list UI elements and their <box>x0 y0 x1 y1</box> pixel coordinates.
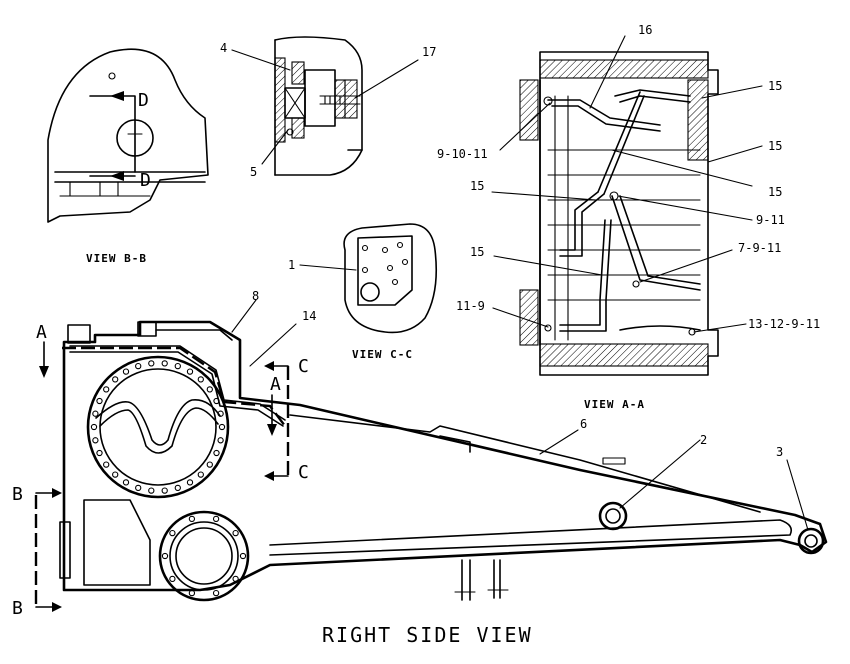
bolt-hole <box>213 397 220 405</box>
bolt-hole <box>135 362 142 370</box>
callout-5: 5 <box>250 165 257 179</box>
view-cc-detail <box>343 223 438 334</box>
bolt-hole <box>217 437 224 444</box>
section-letter-a-right: A <box>270 374 281 395</box>
bolt-hole <box>103 386 110 393</box>
callout-15-a: 15 <box>768 79 782 93</box>
section-indicators <box>34 341 290 612</box>
bolt-hole <box>103 461 110 468</box>
callout-15-e: 15 <box>470 245 484 259</box>
bolt-hole <box>212 515 220 523</box>
section-letter-d-bottom: D <box>140 170 151 191</box>
callout-9-11: 9-11 <box>756 213 785 227</box>
section-letter-a-left: A <box>36 322 47 343</box>
bolt-hole <box>188 515 196 523</box>
bolt-hole <box>161 552 169 560</box>
bolt-hole <box>148 487 155 494</box>
leader-lines <box>231 35 809 531</box>
callout-16: 16 <box>638 23 652 37</box>
fitting-detail <box>274 36 363 176</box>
right-side-view-title: RIGHT SIDE VIEW <box>322 623 533 647</box>
bolt-hole <box>161 487 168 494</box>
callout-1: 1 <box>288 258 295 272</box>
callout-11-9: 11-9 <box>456 299 485 313</box>
section-letter-c-bottom: C <box>298 462 309 483</box>
view-aa-detail <box>519 51 719 376</box>
gear-bolt-holes <box>90 360 226 494</box>
bolt-hole <box>218 423 226 431</box>
callout-15-d: 15 <box>470 179 484 193</box>
callout-4: 4 <box>220 41 227 55</box>
section-letter-c-top: C <box>298 356 309 377</box>
callout-6: 6 <box>580 417 587 431</box>
bolt-hole <box>213 449 220 457</box>
bolt-hole <box>239 552 247 560</box>
section-letter-b-top: B <box>12 484 23 505</box>
bolt-hole <box>122 368 130 375</box>
bolt-hole <box>174 484 181 492</box>
view-bb-detail <box>47 48 209 223</box>
bolt-hole <box>206 386 213 393</box>
callout-3: 3 <box>776 445 783 459</box>
section-letter-d-top: D <box>138 90 149 111</box>
bolt-hole <box>96 397 103 405</box>
bolt-hole <box>122 479 130 486</box>
callout-14: 14 <box>302 309 316 323</box>
bolt-hole <box>217 410 224 417</box>
bolt-hole <box>96 449 103 457</box>
callout-8: 8 <box>252 289 259 303</box>
right-side-view <box>59 320 828 602</box>
bolt-hole <box>161 360 168 367</box>
callout-13-12-9-11: 13-12-9-11 <box>748 317 820 331</box>
bolt-hole <box>112 376 119 383</box>
labels: 4 5 17 1 8 14 6 2 3 16 15 15 15 15 15 9-… <box>12 23 820 647</box>
callout-7-9-11: 7-9-11 <box>738 241 781 255</box>
bolt-hole <box>206 461 213 468</box>
section-letter-b-bottom: B <box>12 598 23 619</box>
bolt-hole <box>148 360 155 367</box>
bolt-hole <box>197 376 204 383</box>
callout-17: 17 <box>422 45 436 59</box>
bolt-hole <box>92 437 99 444</box>
view-bb-title: VIEW B-B <box>86 252 147 265</box>
bolt-hole <box>174 362 181 370</box>
bolt-hole <box>112 471 119 478</box>
bolt-hole <box>135 484 142 492</box>
bolt-hole <box>169 529 176 537</box>
callout-9-10-11: 9-10-11 <box>437 147 488 161</box>
bearing-bolt-holes <box>161 515 247 597</box>
bolt-hole <box>232 529 239 537</box>
callout-15-b: 15 <box>768 139 782 153</box>
bolt-hole <box>186 479 194 486</box>
bolt-hole <box>92 410 99 417</box>
view-cc-title: VIEW C-C <box>352 348 413 361</box>
callout-2: 2 <box>700 433 707 447</box>
callout-15-c: 15 <box>768 185 782 199</box>
bolt-hole <box>232 575 239 583</box>
bolt-hole <box>212 589 220 597</box>
bolt-hole <box>90 423 98 431</box>
bolt-hole <box>188 589 196 597</box>
bolt-hole <box>169 575 176 583</box>
view-aa-title: VIEW A-A <box>584 398 645 411</box>
bolt-hole <box>186 368 194 375</box>
bolt-hole <box>197 471 204 478</box>
